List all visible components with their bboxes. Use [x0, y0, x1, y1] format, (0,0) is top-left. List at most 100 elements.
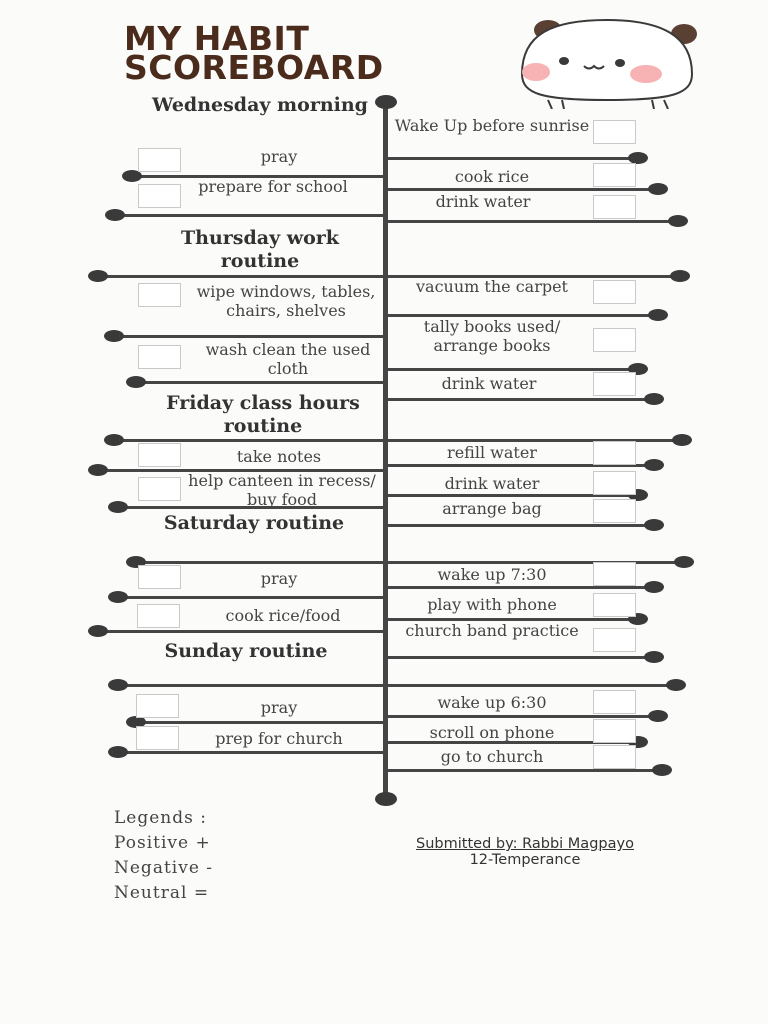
habit-label: wipe windows, tables, chairs, shelves [196, 282, 376, 320]
connector-dot [105, 209, 125, 221]
habit-score-box[interactable] [593, 120, 636, 144]
habit-label: prepare for school [198, 177, 348, 196]
habit-score-box[interactable] [593, 328, 636, 352]
habit-score-box[interactable] [138, 184, 181, 208]
connector-dot [628, 152, 648, 164]
section-heading-saturday: Saturday routine [163, 512, 345, 534]
title-line-1: MY HABIT [124, 19, 310, 58]
habit-label: help canteen in recess/ buy food [188, 471, 376, 509]
habit-label: wash clean the used cloth [205, 340, 371, 378]
connector-dot [668, 215, 688, 227]
habit-score-box[interactable] [593, 499, 636, 523]
habit-score-box[interactable] [138, 148, 181, 172]
connector-dot [644, 581, 664, 593]
timeline-bottom-cap [375, 792, 397, 806]
habit-label: cook rice [454, 167, 530, 186]
submitted-by: Submitted by: Rabbi Magpayo [416, 836, 634, 852]
submitted-section: 12-Temperance [469, 852, 581, 868]
connector-line [98, 469, 385, 472]
habit-score-box[interactable] [593, 719, 636, 743]
habit-score-box[interactable] [593, 628, 636, 652]
habit-label: wake up 7:30 [437, 565, 547, 584]
connector-line [116, 506, 385, 509]
connector-line [388, 494, 636, 497]
habit-score-box[interactable] [138, 565, 181, 589]
section-heading-sunday: Sunday routine [164, 640, 328, 662]
connector-line [388, 368, 636, 371]
section-heading-friday: Friday class hours routine [166, 392, 360, 437]
habit-score-box[interactable] [137, 604, 180, 628]
habit-label: drink water [444, 474, 540, 493]
habit-score-box[interactable] [593, 562, 636, 586]
habit-label: cook rice/food [225, 606, 341, 625]
habit-label: vacuum the carpet [416, 277, 568, 296]
habit-score-box[interactable] [593, 593, 636, 617]
connector-dot [88, 625, 108, 637]
connector-line [113, 214, 385, 217]
habit-score-box[interactable] [138, 283, 181, 307]
habit-score-box[interactable] [138, 443, 181, 467]
connector-dot [108, 679, 128, 691]
connector-dot [644, 651, 664, 663]
habit-score-box[interactable] [138, 477, 181, 501]
habit-label: drink water [435, 192, 531, 211]
connector-line [112, 335, 385, 338]
habit-score-box[interactable] [136, 726, 179, 750]
habit-score-box[interactable] [138, 345, 181, 369]
habit-label: pray [260, 147, 298, 166]
habit-label: take notes [236, 447, 322, 466]
habit-score-box[interactable] [593, 745, 636, 769]
habit-label: church band practice [405, 621, 579, 640]
legend-title: Legends : [114, 808, 207, 828]
habit-score-box[interactable] [593, 471, 636, 495]
connector-dot [652, 764, 672, 776]
connector-line [388, 314, 656, 317]
connector-dot [108, 591, 128, 603]
section-heading-wednesday: Wednesday morning [152, 94, 368, 116]
legend-positive: Positive + [114, 833, 211, 853]
connector-dot [648, 309, 668, 321]
connector-line [388, 769, 662, 772]
habit-label: arrange bag [442, 499, 542, 518]
habit-score-box[interactable] [136, 694, 179, 718]
connector-line [98, 275, 680, 278]
connector-dot [648, 710, 668, 722]
connector-line [388, 220, 678, 223]
connector-line [388, 586, 652, 589]
habit-score-box[interactable] [593, 372, 636, 396]
habit-label: go to church [440, 747, 544, 766]
habit-label: drink water [441, 374, 537, 393]
connector-dot [644, 459, 664, 471]
connector-line [134, 561, 684, 564]
habit-label: scroll on phone [429, 723, 555, 742]
connector-line [98, 630, 385, 633]
connector-dot [674, 556, 694, 568]
connector-line [388, 715, 656, 718]
legend-neutral: Neutral = [114, 883, 210, 903]
connector-line [116, 751, 385, 754]
connector-dot [104, 330, 124, 342]
habit-score-box[interactable] [593, 690, 636, 714]
connector-dot [126, 716, 146, 728]
connector-line [388, 188, 656, 191]
timeline-spine [383, 101, 388, 800]
connector-dot [122, 170, 142, 182]
habit-label: wake up 6:30 [437, 693, 547, 712]
panda-mascot-icon [520, 18, 697, 109]
habit-score-box[interactable] [593, 163, 636, 187]
connector-dot [670, 270, 690, 282]
habit-label: pray [260, 698, 298, 717]
connector-line [134, 381, 385, 384]
habit-label: pray [260, 569, 298, 588]
habit-score-box[interactable] [593, 195, 636, 219]
connector-line [116, 684, 676, 687]
connector-line [388, 398, 652, 401]
connector-line [388, 656, 652, 659]
connector-dot [672, 434, 692, 446]
habit-score-box[interactable] [593, 441, 636, 465]
timeline-top-cap [375, 95, 397, 109]
connector-line [388, 618, 636, 621]
habit-label: Wake Up before sunrise [394, 116, 590, 135]
habit-score-box[interactable] [593, 280, 636, 304]
connector-line [116, 596, 385, 599]
